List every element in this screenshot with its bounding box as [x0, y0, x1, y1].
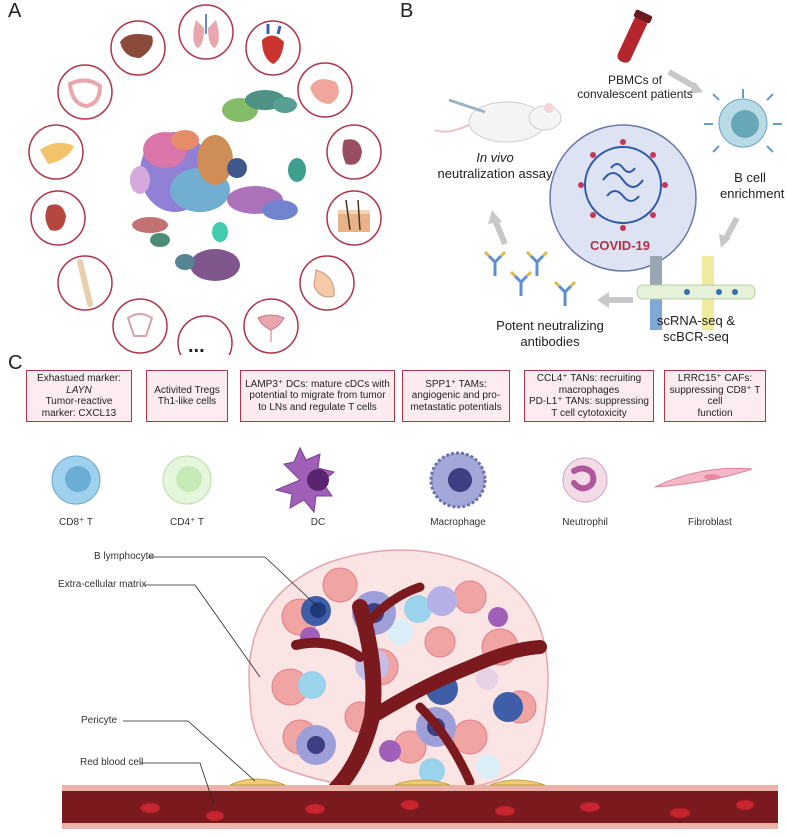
ecm-label: Extra-cellular matrix: [58, 579, 147, 590]
panel-c-letter: C: [8, 352, 23, 374]
ellipsis-label: ...: [188, 335, 205, 355]
fibroblast-cell-icon: [654, 467, 753, 488]
neutrophil-cell-icon: [562, 457, 608, 503]
panel-a-letter: A: [8, 0, 22, 22]
panel-a-graphic: ...: [28, 4, 382, 355]
in-vivo-italic: In vivo: [476, 150, 514, 165]
antibodies-label: Potent neutralizing antibodies: [496, 318, 604, 349]
mouse-icon: [434, 98, 562, 143]
box-macrophage: SPP1⁺ TAMs: angiogenic and pro- metastat…: [402, 370, 510, 422]
box-cd4: Activited Tregs Th1-like cells: [146, 370, 228, 422]
box-dc: LAMP3⁺ DCs: mature cDCs with potential t…: [240, 370, 395, 422]
neutrophil-label: Neutrophil: [562, 517, 608, 528]
fibroblast-label: Fibroblast: [688, 517, 732, 528]
panel-b-letter: B: [400, 0, 414, 22]
covid-circle: [549, 124, 697, 272]
panel-b-graphic: [434, 9, 782, 330]
box-fibroblast: LRRC15⁺ CAFs: suppressing CD8⁺ T cell fu…: [664, 370, 766, 422]
dc-label: DC: [310, 517, 326, 528]
antibody-icons: [487, 254, 573, 306]
in-vivo-rest: neutralization assay: [437, 165, 553, 181]
organ-reproductive: [112, 298, 168, 354]
sequencing-label: scRNA-seq & scBCR-seq: [656, 313, 736, 344]
b-cell-icon: [704, 89, 782, 153]
virus-icon: [584, 146, 662, 224]
pericyte-label: Pericyte: [81, 715, 118, 726]
covid-label: COVID-19: [590, 238, 650, 253]
organ-intestine: [57, 64, 113, 120]
in-vivo-label: In vivo neutralization assay: [420, 150, 570, 181]
b-lymphocyte-label: B lymphocyte: [94, 551, 155, 562]
tumor-microenvironment: [62, 549, 778, 829]
box-cd8: Exhastued marker: LAYN Tumor-reactive ma…: [26, 370, 132, 422]
organ-ellipsis: [177, 315, 233, 355]
box-neutrophil: CCL4⁺ TANs: recruiting macrophages PD-L1…: [524, 370, 654, 422]
cd8-label: CD8⁺ T: [59, 517, 93, 528]
cell-icons-row: [51, 446, 753, 514]
macrophage-label: Macrophage: [430, 517, 486, 528]
b-cell-label: B cell enrichment: [720, 170, 785, 201]
pbmc-label: PBMCs of convalescent patients: [577, 73, 693, 102]
rbc-label: Red blood cell: [80, 757, 144, 768]
cd4-label: CD4⁺ T: [170, 517, 204, 528]
